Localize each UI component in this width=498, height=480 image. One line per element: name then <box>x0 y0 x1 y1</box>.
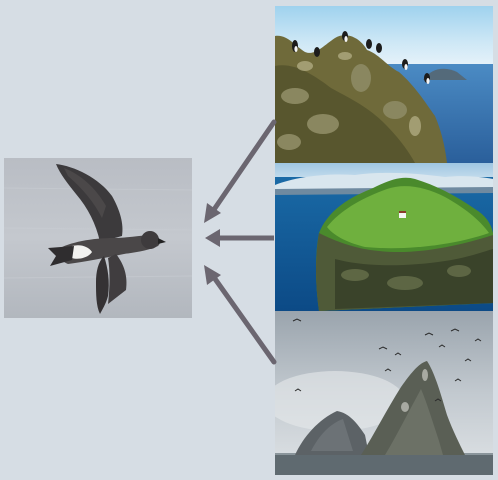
sea-stacks-with-seabirds-photo <box>275 311 493 475</box>
storm-petrel-photo <box>4 158 192 318</box>
arrow-from-island-3 <box>204 265 277 365</box>
green-island-with-house-photo <box>275 163 493 311</box>
arrow-from-island-2 <box>205 229 274 247</box>
rocky-cliff-with-puffins-photo <box>275 6 493 163</box>
arrow-from-island-1 <box>204 119 277 223</box>
